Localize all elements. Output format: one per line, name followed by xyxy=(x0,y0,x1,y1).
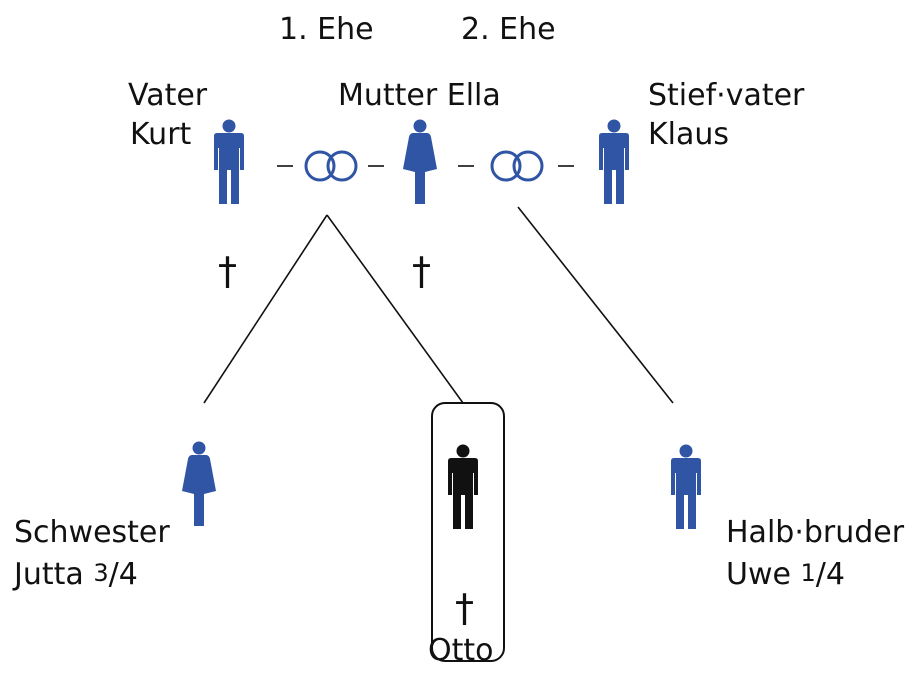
sister-share-denominator: /4 xyxy=(108,557,138,592)
stepfather-label-line2: Klaus xyxy=(648,117,730,152)
line-marriage1-to-otto xyxy=(326,214,464,404)
mother-death-mark: † xyxy=(412,249,431,293)
stepfather-man-icon xyxy=(599,119,629,204)
mother-label: Mutter Ella xyxy=(338,78,501,113)
sister-label-line1: Schwester xyxy=(14,515,170,550)
father-label-line2: Kurt xyxy=(130,117,192,152)
otto-highlight-frame xyxy=(431,402,505,662)
halfbrother-man-icon xyxy=(671,444,701,529)
sister-name: Jutta xyxy=(14,557,84,592)
marriage-2-label: 2. Ehe xyxy=(461,12,556,47)
sister-share-numerator: 3 xyxy=(93,559,109,587)
sister-woman-icon xyxy=(182,441,216,526)
halfbrother-name: Uwe xyxy=(726,557,791,592)
sister-label-line2: Jutta 3/4 xyxy=(14,557,138,593)
halfbrother-label-line2: Uwe 1/4 xyxy=(726,557,845,593)
mother-woman-icon xyxy=(403,119,437,204)
halfbrother-label-line1: Halb·bruder xyxy=(726,515,905,550)
father-death-mark: † xyxy=(218,249,237,293)
halfbrother-share-denominator: /4 xyxy=(815,557,845,592)
father-label-line1: Vater xyxy=(128,78,208,113)
wedding-rings-icon-2 xyxy=(490,150,544,182)
line-marriage2-to-halfbrother xyxy=(517,206,674,404)
otto-man-icon xyxy=(448,444,478,529)
wedding-rings-icon-1 xyxy=(304,150,358,182)
stepfather-label-line1: Stief·vater xyxy=(648,78,805,113)
marriage-1-label: 1. Ehe xyxy=(279,12,374,47)
otto-death-mark: † xyxy=(455,586,474,630)
father-man-icon xyxy=(214,119,244,204)
halfbrother-share-numerator: 1 xyxy=(800,559,816,587)
otto-label: Otto xyxy=(428,633,494,668)
line-marriage1-to-sister xyxy=(203,214,328,404)
